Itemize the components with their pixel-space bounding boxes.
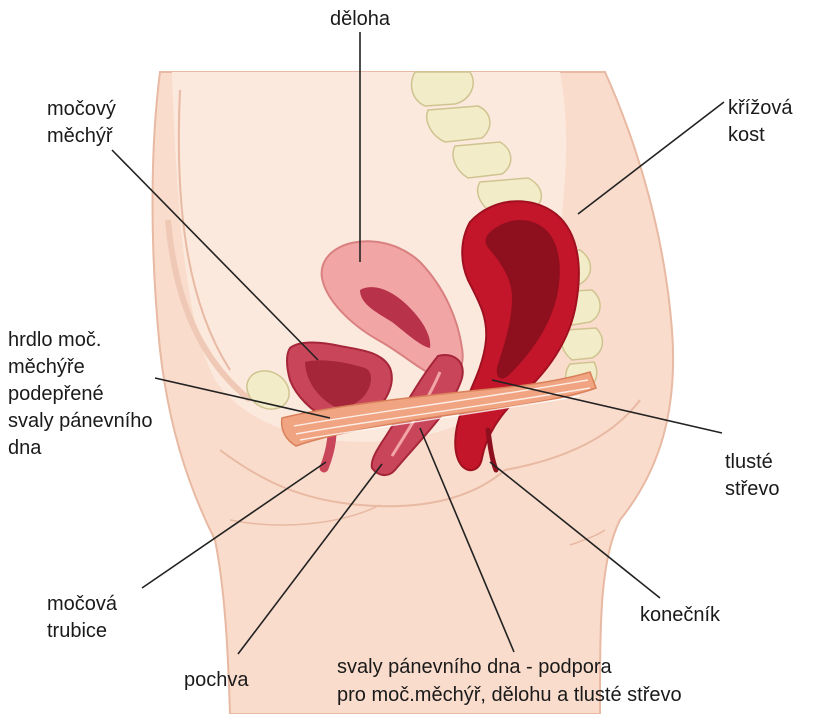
sacrum-segment	[427, 106, 490, 142]
label-rectum: konečník	[640, 604, 721, 626]
sacrum-segment	[453, 142, 511, 178]
label-uterus: děloha	[330, 8, 391, 30]
label-bladder-neck: hrdlo moč. měchýře podepřené svaly pánev…	[8, 329, 158, 459]
label-colon: tlusté střevo	[725, 451, 779, 500]
label-vagina: pochva	[184, 669, 249, 691]
label-bladder: močový měchýř	[47, 98, 121, 147]
label-urethra: močová trubice	[47, 593, 123, 642]
label-sacrum: křížová kost	[728, 97, 798, 146]
